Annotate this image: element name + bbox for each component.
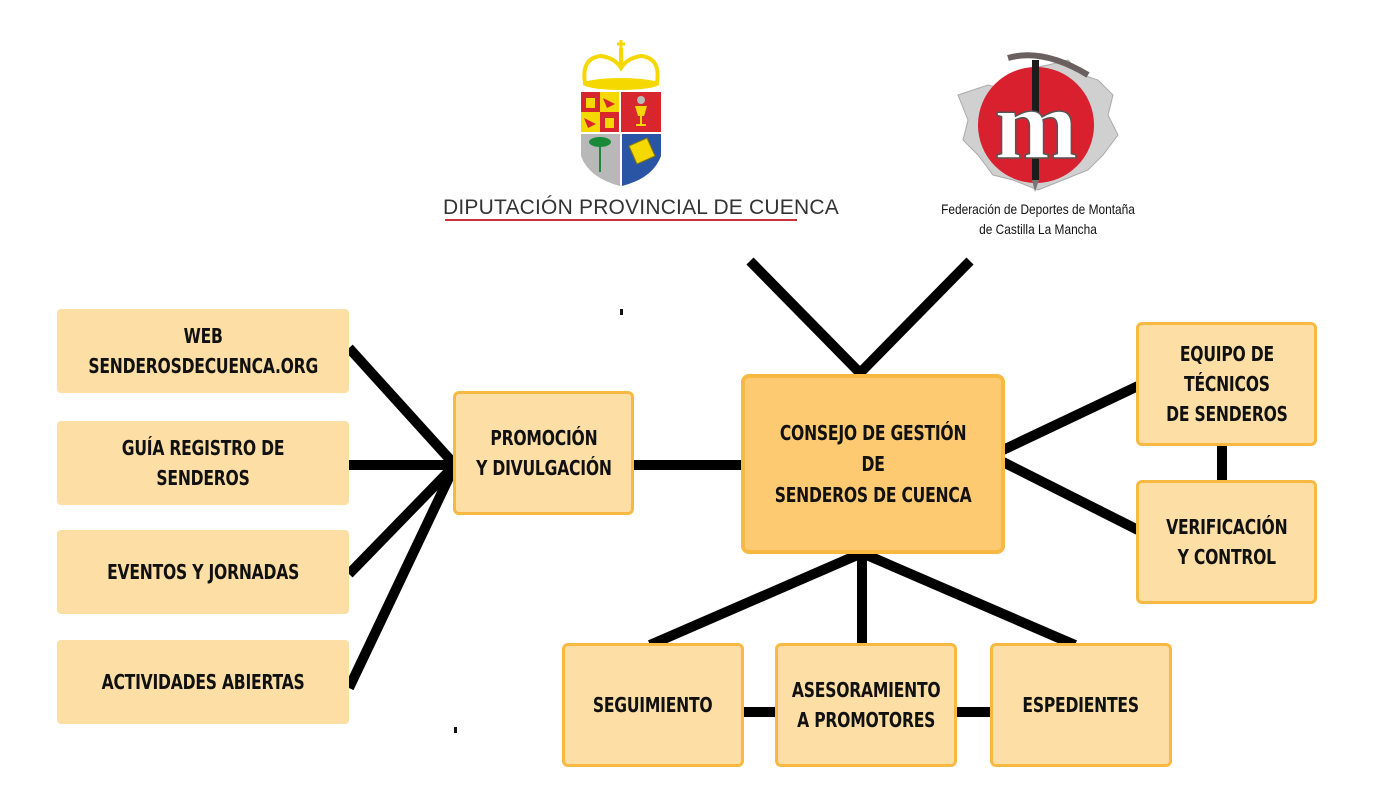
node-consejo-gestion: CONSEJO DE GESTIÓN DE SENDEROS DE CUENCA	[741, 374, 1005, 554]
node-asesoramiento-promotores: ASESORAMIENTO A PROMOTORES	[775, 643, 957, 767]
node-espedientes-label: ESPEDIENTES	[1022, 693, 1140, 717]
connector-federacion-consejo	[854, 257, 974, 379]
node-asesoramiento-label: ASESORAMIENTO A PROMOTORES	[791, 678, 941, 732]
node-promocion-divulgacion: PROMOCIÓN Y DIVULGACIÓN	[453, 391, 634, 515]
connector-diputacion-consejo	[746, 257, 866, 379]
diputacion-logo-text: DIPUTACIÓN PROVINCIAL DE CUENCA	[443, 196, 839, 219]
ice-axe-icon	[1007, 52, 1090, 78]
node-espedientes: ESPEDIENTES	[990, 643, 1172, 767]
node-eventos-label: EVENTOS Y JORNADAS	[106, 560, 300, 584]
node-equipo-tecnicos: EQUIPO DE TÉCNICOS DE SENDEROS	[1136, 322, 1317, 446]
node-guia-label: GUÍA REGISTRO DE SENDEROS	[121, 436, 285, 490]
connector-actividades-promocion	[344, 462, 460, 691]
crown-icon	[582, 40, 660, 90]
node-equipo-label: EQUIPO DE TÉCNICOS DE SENDEROS	[1165, 342, 1288, 426]
shield-icon	[581, 92, 661, 186]
node-consejo-label: CONSEJO DE GESTIÓN DE SENDEROS DE CUENCA	[774, 420, 972, 507]
node-verificacion-label: VERIFICACIÓN Y CONTROL	[1165, 515, 1288, 569]
connector-consejo-seguimiento	[648, 548, 864, 650]
node-web-label: WEB SENDEROSDECUENCA.ORG	[88, 324, 318, 378]
node-eventos-jornadas: EVENTOS Y JORNADAS	[57, 530, 349, 614]
node-actividades-abiertas: ACTIVIDADES ABIERTAS	[57, 640, 349, 724]
node-guia-registro: GUÍA REGISTRO DE SENDEROS	[57, 421, 349, 505]
connector-web-promocion	[345, 344, 459, 469]
node-seguimiento-label: SEGUIMIENTO	[593, 693, 713, 717]
node-seguimiento: SEGUIMIENTO	[562, 643, 744, 767]
node-promocion-label: PROMOCIÓN Y DIVULGACIÓN	[475, 426, 612, 480]
node-actividades-label: ACTIVIDADES ABIERTAS	[101, 670, 305, 694]
connector-eventos-promocion	[345, 461, 459, 578]
stray-mark	[620, 309, 623, 315]
diputacion-coat-of-arms-logo	[581, 40, 661, 186]
node-verificacion-control: VERIFICACIÓN Y CONTROL	[1136, 480, 1317, 604]
connector-consejo-verificacion	[1000, 457, 1141, 535]
federacion-logo-text: Federación de Deportes de Montaña de Cas…	[941, 201, 1135, 237]
connector-consejo-equipo	[1000, 381, 1141, 455]
node-web: WEB SENDEROSDECUENCA.ORG	[57, 309, 349, 393]
connector-consejo-espedientes	[860, 548, 1077, 650]
diputacion-underline	[445, 219, 797, 221]
stray-mark	[454, 727, 457, 733]
federacion-montana-logo: m	[957, 52, 1119, 192]
m-letter-icon: m	[994, 69, 1077, 180]
